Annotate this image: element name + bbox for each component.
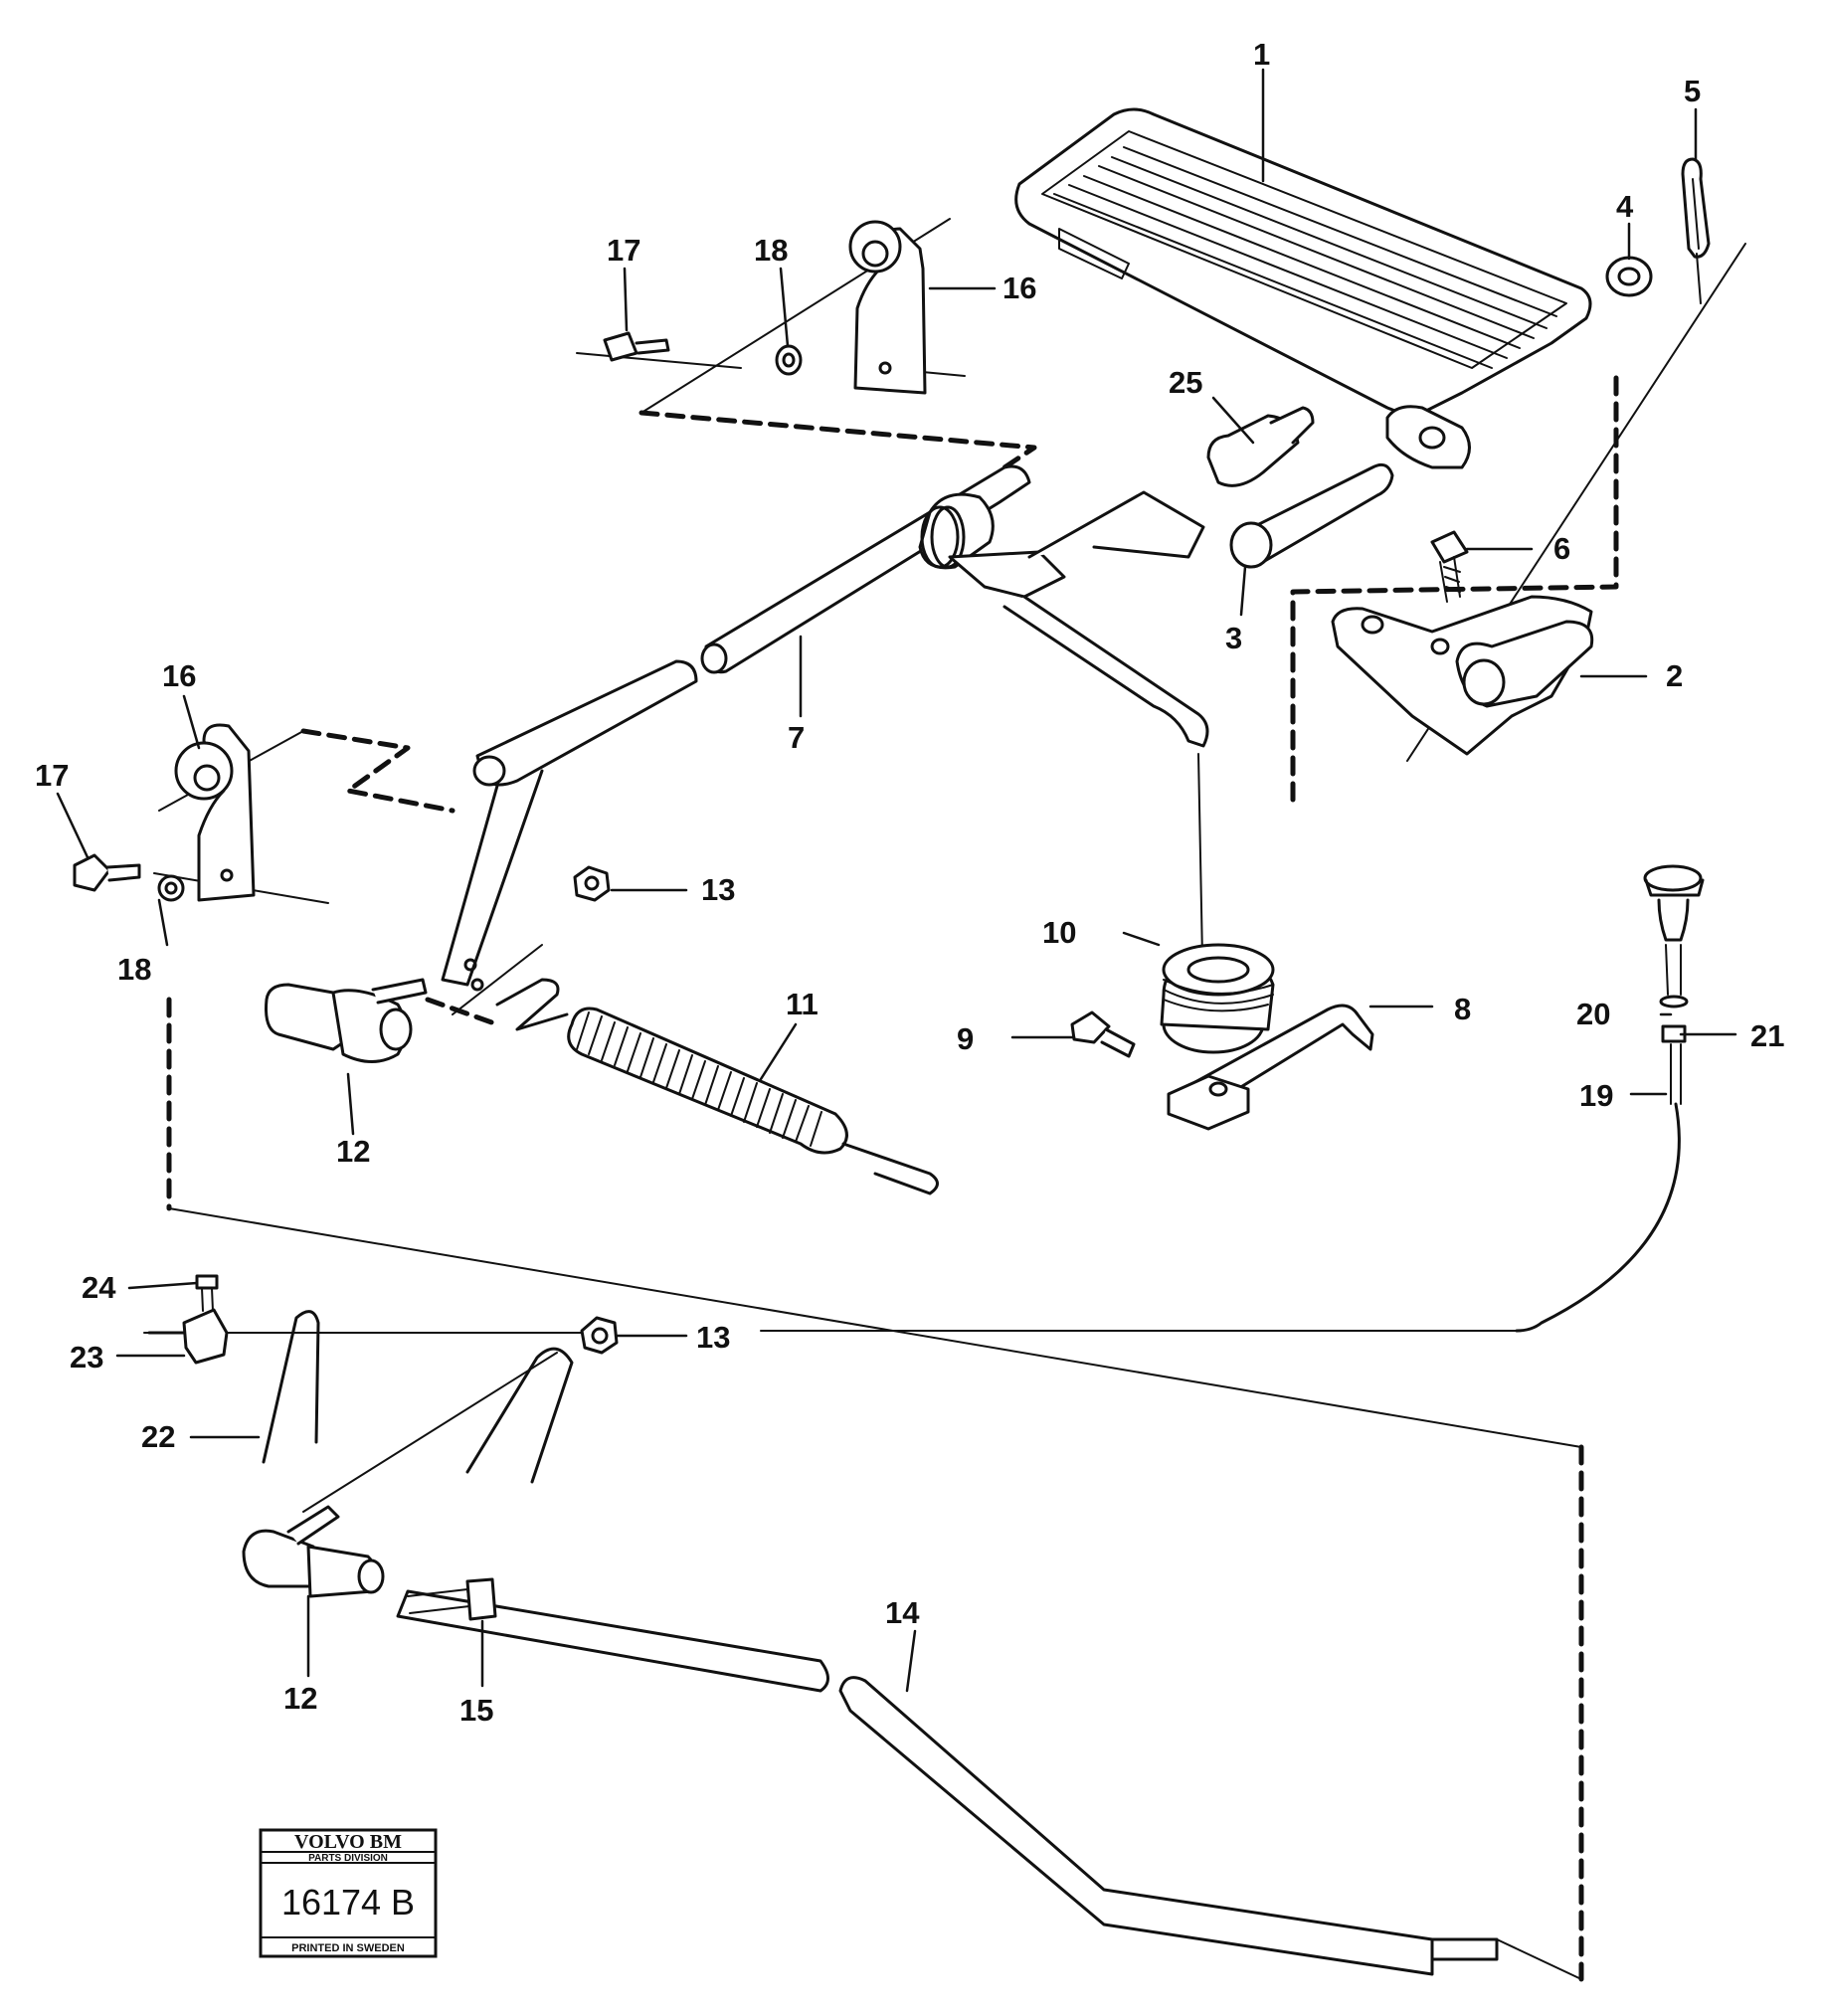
label-part-12b: 12 [283, 1681, 317, 1716]
label-part-24: 24 [82, 1270, 116, 1305]
label-part-18a: 18 [754, 233, 788, 268]
stamp-brand: VOLVO BM [294, 1831, 402, 1853]
label-part-21: 21 [1750, 1018, 1784, 1053]
label-part-19: 19 [1579, 1078, 1613, 1113]
label-part-20: 20 [1576, 997, 1610, 1031]
rubber-stop-part-10 [1160, 943, 1275, 1054]
pedal-part-1 [1014, 107, 1592, 469]
throttle-rod-part-14 [396, 1588, 1499, 1976]
bushing-part-25 [1206, 406, 1315, 487]
label-part-1: 1 [1253, 37, 1270, 72]
washer-part-4 [1605, 256, 1653, 297]
clamp-block-part-23 [147, 1308, 229, 1365]
label-part-2: 2 [1666, 658, 1683, 693]
hand-throttle-cable-parts-19-21 [1515, 864, 1705, 1333]
cotter-pin-part-5 [1681, 157, 1711, 304]
bolt-part-6 [1430, 530, 1469, 603]
bracket-part-16b [174, 723, 256, 902]
label-part-16a: 16 [1002, 271, 1036, 305]
label-part-10: 10 [1042, 915, 1076, 950]
label-part-17a: 17 [607, 233, 640, 268]
label-part-15: 15 [459, 1693, 493, 1728]
label-part-4: 4 [1616, 189, 1634, 224]
label-part-6: 6 [1553, 531, 1570, 566]
label-part-22: 22 [141, 1419, 175, 1454]
stop-bracket-part-8 [1167, 1004, 1374, 1131]
label-part-5: 5 [1684, 74, 1701, 108]
nut-part-13b [580, 1316, 619, 1355]
throttle-shaft-part-7 [441, 464, 1209, 992]
part-number-labels: 1 5 4 17 18 16 25 6 3 2 16 7 17 13 10 18… [35, 37, 1784, 1728]
label-part-8: 8 [1454, 992, 1471, 1026]
label-part-16b: 16 [162, 658, 196, 693]
label-part-3: 3 [1225, 621, 1242, 655]
ball-joint-part-12a [265, 978, 428, 1063]
label-part-9: 9 [957, 1021, 974, 1056]
pedal-bracket-part-2 [1331, 595, 1594, 756]
label-part-11: 11 [786, 987, 819, 1021]
bracket-part-16a [848, 220, 927, 395]
screw-part-24 [195, 1274, 219, 1312]
volvo-bm-stamp: VOLVO BM PARTS DIVISION 16174 B PRINTED … [259, 1828, 438, 1958]
pivot-pin-part-3 [1229, 462, 1394, 569]
return-spring-part-11 [495, 978, 939, 1195]
ball-joint-part-12b [242, 1505, 385, 1598]
lever-part-22 [262, 1310, 320, 1464]
label-part-13b: 13 [696, 1320, 730, 1355]
label-part-12a: 12 [336, 1134, 370, 1169]
assembly-guide-lines [143, 218, 1746, 1980]
washer-part-18a [775, 344, 803, 376]
stamp-code: 16174 B [281, 1882, 415, 1923]
stamp-division: PARTS DIVISION [308, 1853, 388, 1864]
nut-part-13a [573, 865, 611, 902]
label-part-25: 25 [1169, 365, 1202, 400]
stamp-footer: PRINTED IN SWEDEN [291, 1942, 405, 1954]
leader-lines [56, 68, 1737, 1693]
label-part-14: 14 [885, 1595, 920, 1630]
label-part-7: 7 [788, 720, 805, 755]
lock-nut-part-15 [465, 1577, 497, 1621]
label-part-13a: 13 [701, 872, 735, 907]
bolt-part-17b [73, 853, 141, 892]
label-part-17b: 17 [35, 758, 69, 793]
label-part-18b: 18 [117, 952, 151, 987]
label-part-23: 23 [70, 1340, 103, 1375]
bolt-part-17a [603, 331, 670, 362]
washer-part-18b [157, 874, 185, 902]
throttle-arm [465, 1347, 574, 1484]
bolt-part-9 [1070, 1010, 1136, 1058]
